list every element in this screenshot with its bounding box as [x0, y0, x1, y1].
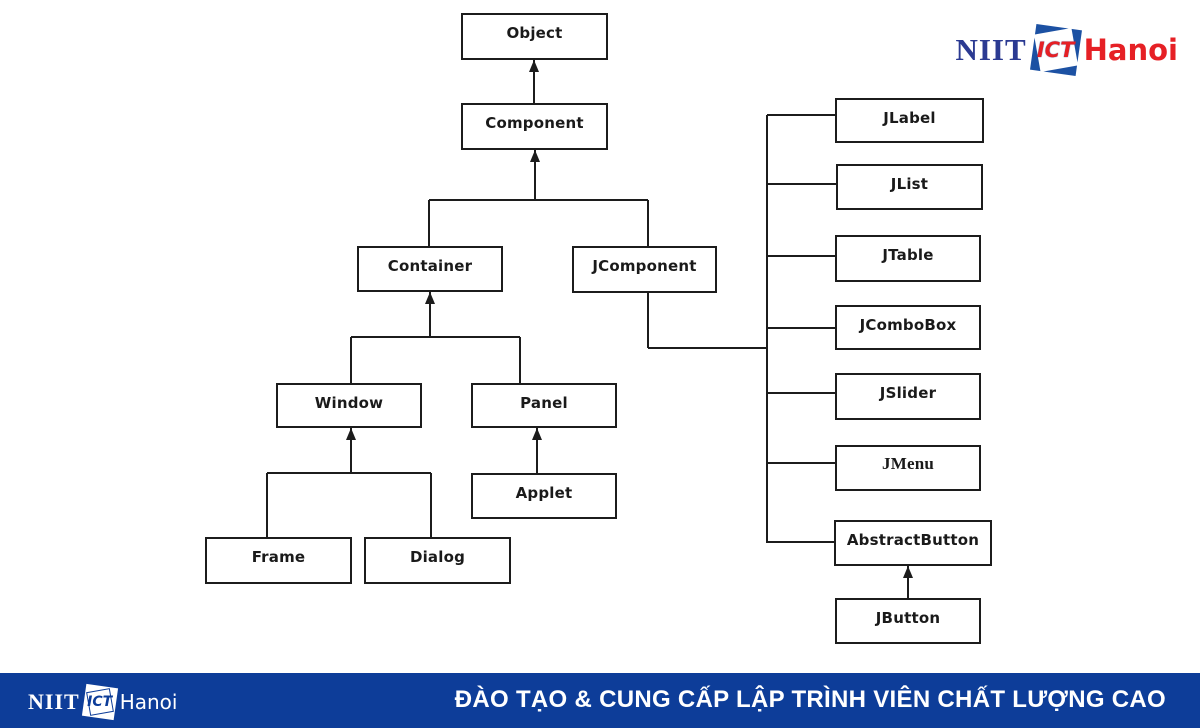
- connector-line: [647, 293, 649, 348]
- inheritance-arrow-icon: [531, 428, 542, 440]
- connector-line: [429, 292, 431, 337]
- ict-logo-icon: ICT: [1029, 24, 1082, 76]
- logo-niit-text: NIIT: [955, 32, 1027, 67]
- inheritance-arrow-icon: [345, 428, 356, 440]
- node-jbutton: JButton: [835, 598, 981, 644]
- connector-line: [767, 541, 834, 543]
- footer-logo-hanoi-text: Hanoi: [119, 690, 178, 714]
- inheritance-arrow-icon: [902, 566, 913, 578]
- node-abstractbutton: AbstractButton: [834, 520, 992, 566]
- node-jtable: JTable: [835, 235, 981, 282]
- footer-logo-ict-text: ICT: [87, 694, 113, 710]
- footer-banner: [0, 673, 1200, 728]
- node-jslider: JSlider: [835, 373, 981, 420]
- connector-line: [767, 327, 835, 329]
- connector-line: [767, 255, 835, 257]
- logo-ict-text: ICT: [1036, 38, 1075, 62]
- footer-ict-logo-icon: ICT: [81, 683, 118, 721]
- logo-hanoi-text: Hanoi: [1083, 33, 1178, 67]
- connector-line: [534, 150, 536, 200]
- niit-hanoi-logo: NIIT ICT Hanoi: [955, 24, 1178, 76]
- connector-line: [767, 183, 836, 185]
- connector-line: [647, 200, 649, 246]
- connector-line: [429, 199, 648, 201]
- connector-line: [648, 347, 767, 349]
- inheritance-arrow-icon: [424, 292, 435, 304]
- connector-line: [519, 337, 521, 383]
- connector-line: [350, 337, 352, 383]
- node-frame: Frame: [205, 537, 352, 584]
- node-jmenu: JMenu: [835, 445, 981, 491]
- connector-line: [428, 200, 430, 246]
- node-jcomponent: JComponent: [572, 246, 717, 293]
- footer-logo-niit-text: NIIT: [28, 689, 80, 714]
- connector-line: [767, 114, 835, 116]
- node-component: Component: [461, 103, 608, 150]
- connector-line: [266, 473, 268, 537]
- node-dialog: Dialog: [364, 537, 511, 584]
- connector-line: [767, 392, 835, 394]
- footer-niit-hanoi-logo: NIIT ICT Hanoi: [28, 683, 178, 721]
- connector-line: [533, 60, 535, 103]
- connector-line: [766, 115, 768, 543]
- inheritance-arrow-icon: [529, 150, 540, 162]
- node-applet: Applet: [471, 473, 617, 519]
- inheritance-arrow-icon: [528, 60, 539, 72]
- node-container: Container: [357, 246, 503, 292]
- node-jcombobox: JComboBox: [835, 305, 981, 350]
- connector-line: [536, 428, 538, 473]
- connector-line: [267, 472, 431, 474]
- connector-line: [350, 428, 352, 473]
- connector-line: [907, 566, 909, 598]
- node-window: Window: [276, 383, 422, 428]
- connector-line: [430, 473, 432, 537]
- node-panel: Panel: [471, 383, 617, 428]
- node-jlabel: JLabel: [835, 98, 984, 143]
- connector-line: [351, 336, 520, 338]
- node-jlist: JList: [836, 164, 983, 210]
- footer-slogan: ĐÀO TẠO & CUNG CẤP LẬP TRÌNH VIÊN CHẤT L…: [454, 686, 1166, 713]
- connector-line: [767, 462, 835, 464]
- node-object: Object: [461, 13, 608, 60]
